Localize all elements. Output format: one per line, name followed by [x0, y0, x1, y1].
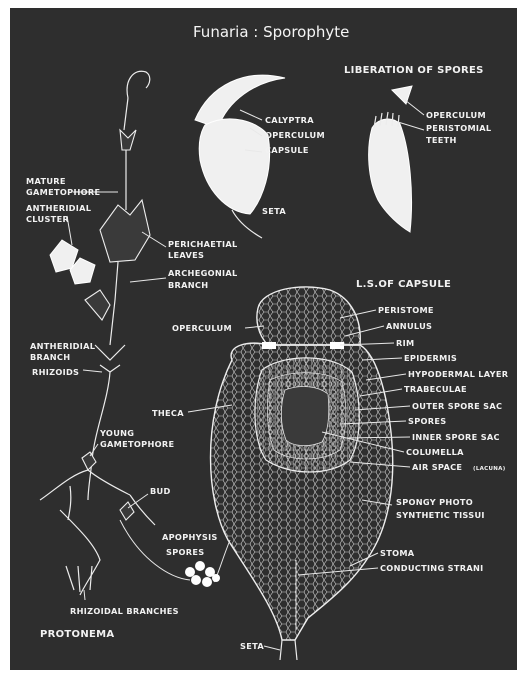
archegonial-leader — [130, 278, 166, 282]
label-operculum-top: OPERCULUM — [265, 130, 325, 140]
label-bud: BUD — [150, 486, 171, 496]
main-stem — [110, 262, 118, 345]
label-peristomial-1: PERISTOMIAL — [426, 123, 491, 133]
label-rhizoidal-branches: RHIZOIDAL BRANCHES — [70, 606, 179, 616]
label-columella: COLUMELLA — [406, 447, 464, 457]
label-spongy-2: SYNTHETIC TISSUI — [396, 510, 485, 520]
label-seta-bottom: SETA — [240, 641, 264, 651]
seta-bottom-leader — [264, 646, 280, 650]
label-mature-2: GAMETOPHORE — [26, 187, 100, 197]
annulus-left — [262, 342, 276, 349]
heading-ls-capsule: L.S.OF CAPSULE — [356, 279, 451, 290]
label-hypodermal: HYPODERMAL LAYER — [408, 369, 509, 379]
label-outer-spore-sac: OUTER SPORE SAC — [412, 401, 502, 411]
label-air-space: AIR SPACE — [412, 462, 462, 472]
label-inner-spore-sac: INNER SPORE SAC — [412, 432, 500, 442]
capsule-hook — [127, 71, 150, 98]
label-apophysis: APOPHYSIS — [162, 532, 218, 542]
label-archegonial-2: BRANCH — [168, 280, 208, 290]
label-theca: THECA — [152, 408, 184, 418]
label-spores-ls: SPORES — [408, 416, 446, 426]
label-antheridial-2: CLUSTER — [26, 214, 69, 224]
label-capsule: CAPSULE — [265, 145, 309, 155]
label-operculum-ls: OPERCULUM — [172, 323, 232, 333]
label-antheridial-branch-1: ANTHERIDIAL — [30, 341, 95, 351]
rhizoid-base — [95, 345, 125, 372]
label-antheridial-1: ANTHERIDIAL — [26, 203, 91, 213]
label-annulus: ANNULUS — [386, 321, 432, 331]
label-perichaetial-2: LEAVES — [168, 250, 204, 260]
label-conducting: CONDUCTING STRANI — [380, 563, 483, 573]
label-epidermis: EPIDERMIS — [404, 353, 457, 363]
label-peristome: PERISTOME — [378, 305, 434, 315]
operculum-region — [257, 287, 360, 345]
label-lacuna: (LACUNA) — [473, 466, 506, 472]
label-archegonial-1: ARCHEGONIAL — [168, 268, 238, 278]
operculum-lib-leader — [405, 100, 424, 115]
capsule-shape — [199, 119, 269, 214]
protonema-branches-lower — [60, 495, 155, 595]
perichaetial-cluster — [100, 200, 150, 262]
label-rhizoids: RHIZOIDS — [32, 367, 79, 377]
label-young-2: GAMETOPHORE — [100, 439, 174, 449]
label-spores-free: SPORES — [166, 547, 204, 557]
top-leaf-cluster — [120, 130, 136, 150]
label-spongy-1: SPONGY PHOTO — [396, 497, 473, 507]
label-trabeculae: TRABECULAE — [404, 384, 467, 394]
label-seta-top: SETA — [262, 206, 286, 216]
free-spores-cluster — [185, 561, 220, 587]
annulus-right — [330, 342, 344, 349]
ls-capsule-illustration — [211, 287, 393, 660]
rhizoidal-branch-strokes — [66, 566, 92, 592]
rhizoidal-leader — [84, 590, 85, 600]
open-capsule — [369, 119, 412, 232]
detached-operculum — [392, 86, 412, 104]
protonema-illustration — [40, 452, 155, 595]
liberation-illustration — [369, 86, 412, 232]
seta-top-stalk — [232, 210, 262, 238]
diagram-title: Funaria : Sporophyte — [193, 23, 349, 41]
columella — [281, 387, 328, 446]
calyptra-leader — [240, 110, 262, 120]
label-rim: RIM — [396, 338, 414, 348]
heading-protonema: PROTONEMA — [40, 629, 114, 640]
label-peristomial-2: TEETH — [426, 135, 457, 145]
seta-bottom-stalk — [280, 640, 297, 660]
label-antheridial-branch-2: BRANCH — [30, 352, 70, 362]
lower-leaves — [85, 290, 110, 320]
label-mature-1: MATURE — [26, 176, 66, 186]
rhizoids-leader — [83, 370, 102, 372]
protonema-branches-upper — [40, 470, 130, 520]
young-gametophore-bud — [82, 452, 96, 470]
label-stoma: STOMA — [380, 548, 415, 558]
label-calyptra: CALYPTRA — [265, 115, 314, 125]
upper-seta — [124, 98, 128, 130]
label-perichaetial-1: PERICHAETIAL — [168, 239, 238, 249]
heading-liberation: LIBERATION OF SPORES — [344, 65, 484, 76]
label-young-1: YOUNG — [99, 428, 134, 438]
label-operculum-lib: OPERCULUM — [426, 110, 486, 120]
